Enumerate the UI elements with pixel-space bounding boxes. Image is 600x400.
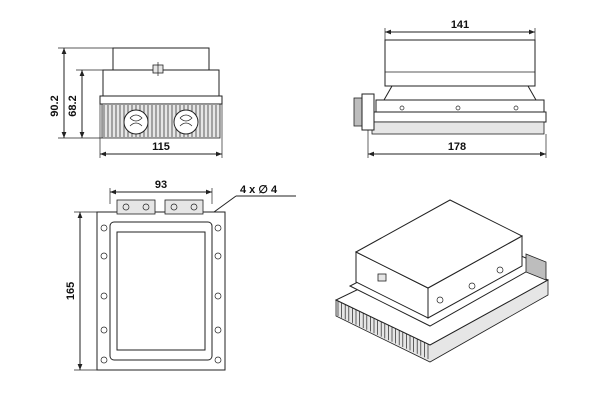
mounting-holes xyxy=(100,224,222,364)
mounting-hole xyxy=(100,292,108,300)
mounting-hole xyxy=(100,224,108,232)
mounting-hole xyxy=(100,252,108,260)
mounting-hole xyxy=(100,326,108,334)
dim-165: 165 xyxy=(65,282,77,300)
dim-115: 115 xyxy=(152,141,170,153)
mounting-hole xyxy=(214,224,222,232)
mounting-hole xyxy=(214,292,222,300)
iso-heatsink-fins xyxy=(337,301,429,359)
dim-141: 141 xyxy=(451,19,469,31)
mounting-hole xyxy=(214,326,222,334)
dim-178: 178 xyxy=(448,141,466,153)
isometric-view xyxy=(334,199,550,363)
mounting-hole xyxy=(214,252,222,260)
mounting-hole xyxy=(100,356,108,364)
mounting-hole xyxy=(214,356,222,364)
top-view: 93 165 4 x ∅ 4 xyxy=(65,179,296,371)
front-view: 90.2 68.2 115 xyxy=(49,47,223,158)
hole-callout: 4 x ∅ 4 xyxy=(240,184,278,196)
dim-90-2: 90.2 xyxy=(49,95,61,116)
side-view: 141 178 xyxy=(353,19,547,158)
dim-68-2: 68.2 xyxy=(67,95,79,116)
dim-93: 93 xyxy=(155,179,167,191)
